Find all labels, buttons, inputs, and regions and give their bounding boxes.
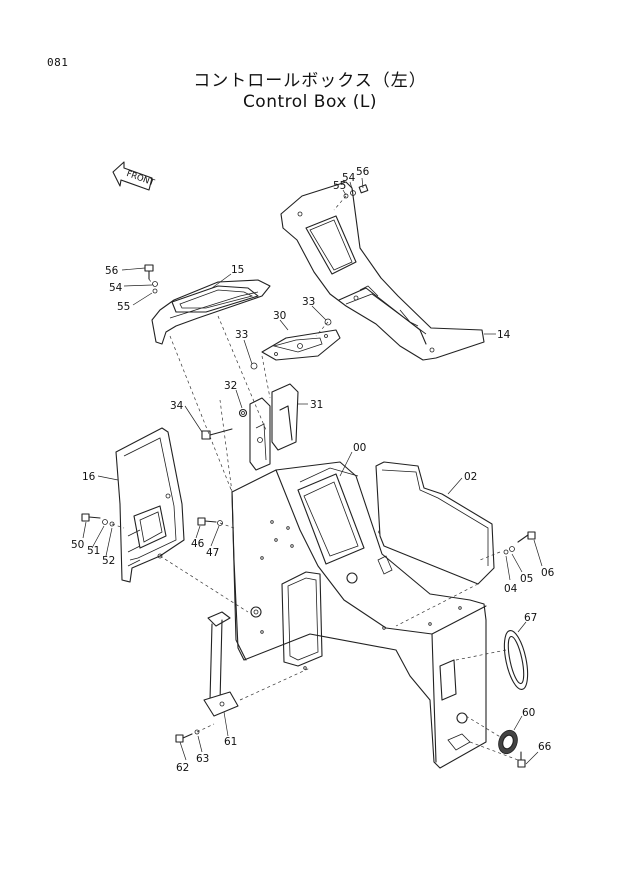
cover-plate xyxy=(151,279,271,345)
callout-30: 30 xyxy=(273,310,286,322)
callout-52: 52 xyxy=(102,555,115,567)
title-japanese: コントロールボックス（左） xyxy=(193,71,427,91)
callout-00: 00 xyxy=(353,442,366,454)
grip-handle xyxy=(203,611,239,717)
callout-05: 05 xyxy=(520,573,533,585)
switch-plate xyxy=(261,329,341,361)
callout-labels: 56 54 55 15 56 54 55 14 33 30 33 32 31 3… xyxy=(71,166,555,774)
upper-console-panel xyxy=(280,181,485,361)
rear-side-panel xyxy=(375,461,495,585)
callout-66: 66 xyxy=(538,741,552,753)
callout-62: 62 xyxy=(176,762,189,774)
control-box-body xyxy=(231,461,487,769)
callout-60: 60 xyxy=(522,707,535,719)
callout-16: 16 xyxy=(82,471,96,483)
callout-31: 31 xyxy=(310,399,323,411)
callout-47: 47 xyxy=(206,547,219,559)
bracket-assembly xyxy=(238,383,299,471)
callout-15: 15 xyxy=(231,264,244,276)
callout-06: 06 xyxy=(541,567,555,579)
front-arrow-label: FRONT xyxy=(125,169,156,189)
callout-34: 34 xyxy=(170,400,184,412)
callout-04: 04 xyxy=(504,583,518,595)
callout-55: 55 xyxy=(117,301,130,313)
fasteners xyxy=(81,184,536,768)
callout-55-upper: 55 xyxy=(333,180,346,192)
callout-leaders xyxy=(82,177,543,765)
callout-46: 46 xyxy=(191,538,205,550)
callout-33: 33 xyxy=(235,329,248,341)
side-cover xyxy=(115,427,185,583)
assembly-lines xyxy=(111,195,519,761)
callout-32: 32 xyxy=(224,380,237,392)
callout-51: 51 xyxy=(87,545,100,557)
callout-56-upper: 56 xyxy=(356,166,370,178)
callout-33-upper: 33 xyxy=(302,296,315,308)
callout-14: 14 xyxy=(497,329,511,341)
title-english: Control Box (L) xyxy=(242,92,378,112)
grommet-round xyxy=(498,729,518,755)
callout-61: 61 xyxy=(224,736,237,748)
callout-54: 54 xyxy=(109,282,123,294)
callout-56: 56 xyxy=(105,265,119,277)
callout-67: 67 xyxy=(524,612,537,624)
callout-54-upper: 54 xyxy=(342,172,356,184)
callout-50: 50 xyxy=(71,539,84,551)
callout-02: 02 xyxy=(464,471,477,483)
front-arrow-icon: FRONT xyxy=(112,161,156,191)
grommet-large xyxy=(503,630,529,690)
page-number: 081 xyxy=(47,56,69,69)
callout-63: 63 xyxy=(196,753,209,765)
